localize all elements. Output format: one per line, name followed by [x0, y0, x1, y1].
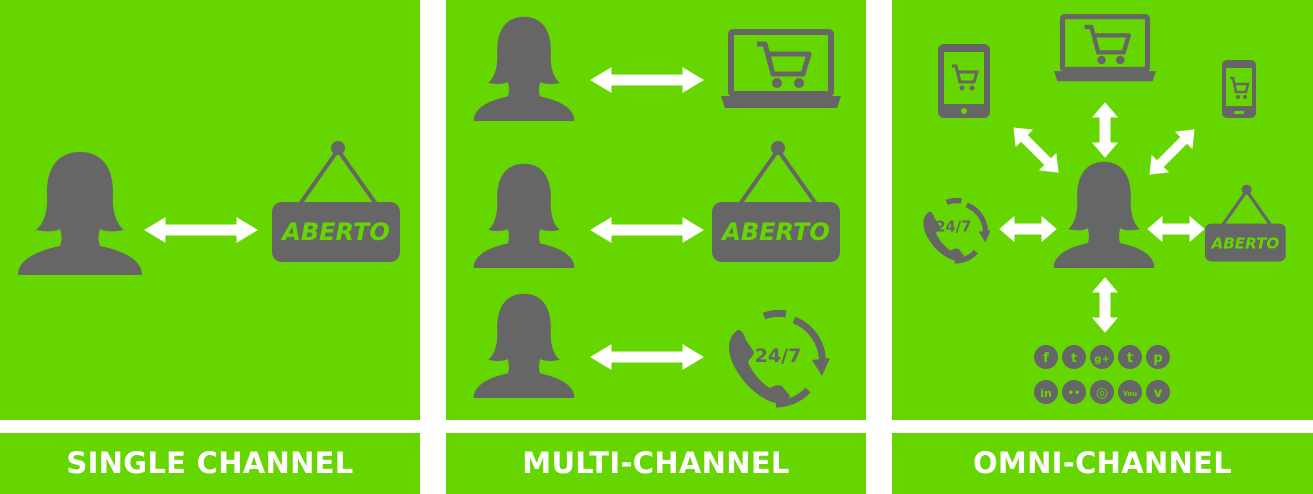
single-channel-panel: ABERTO: [0, 0, 420, 420]
laptop-cart-icon: [721, 29, 841, 110]
multi-channel-panel: ABERTO 24/7: [446, 0, 866, 420]
bidirectional-arrow: [1091, 277, 1119, 333]
open-sign-icon: ABERTO: [712, 140, 842, 265]
single-channel-caption: SINGLE CHANNEL: [0, 433, 420, 494]
youtube-icon: You: [1122, 390, 1137, 398]
social-row-1: f t g+ t p: [1034, 345, 1170, 369]
bidirectional-arrow: [1148, 128, 1196, 176]
instagram-icon: ◎: [1096, 385, 1108, 401]
google-plus-icon: g+: [1094, 354, 1110, 365]
pinterest-icon: p: [1153, 351, 1162, 366]
omni-channel-caption: OMNI-CHANNEL: [892, 433, 1313, 494]
smartphone-cart-icon: [1222, 60, 1256, 118]
bidirectional-arrow: [590, 343, 704, 371]
bidirectional-arrow: [1147, 215, 1205, 243]
phone-247-text: 24/7: [935, 219, 971, 236]
bidirectional-arrow: [1091, 102, 1119, 158]
sign-text: ABERTO: [720, 218, 829, 246]
open-sign-icon: ABERTO: [272, 140, 402, 265]
bidirectional-arrow: [590, 66, 704, 94]
phone-247-icon: 24/7: [724, 309, 832, 408]
phone-247-text: 24/7: [755, 345, 802, 367]
open-sign-icon: ABERTO: [1205, 184, 1287, 264]
customer-icon: [472, 162, 576, 268]
customer-icon: [1052, 160, 1156, 268]
bidirectional-arrow: [1012, 126, 1060, 174]
sign-text: ABERTO: [1211, 234, 1280, 252]
customer-icon: [472, 15, 576, 121]
linkedin-icon: in: [1040, 387, 1052, 400]
vimeo-icon: v: [1154, 386, 1163, 401]
multi-channel-caption: MULTI-CHANNEL: [446, 433, 866, 494]
tablet-cart-icon: [938, 44, 990, 118]
customer-icon: [16, 150, 144, 275]
facebook-icon: f: [1043, 351, 1049, 366]
twitter-icon: t: [1071, 351, 1077, 365]
bidirectional-arrow: [590, 216, 704, 244]
bidirectional-arrow: [999, 215, 1057, 243]
laptop-cart-icon: [1053, 14, 1157, 83]
phone-247-icon: 24/7: [920, 196, 992, 266]
tumblr-icon: t: [1127, 351, 1133, 366]
omni-channel-panel: 24/7 ABERTO f t g+ t p: [892, 0, 1313, 420]
customer-icon: [472, 292, 576, 398]
sign-text: ABERTO: [280, 218, 389, 246]
social-row-2: in •• ◎ You v: [1034, 380, 1170, 404]
social-media-icons: f t g+ t p in •• ◎ You v: [1034, 344, 1180, 406]
flickr-icon: ••: [1068, 388, 1081, 399]
bidirectional-arrow: [144, 216, 258, 244]
